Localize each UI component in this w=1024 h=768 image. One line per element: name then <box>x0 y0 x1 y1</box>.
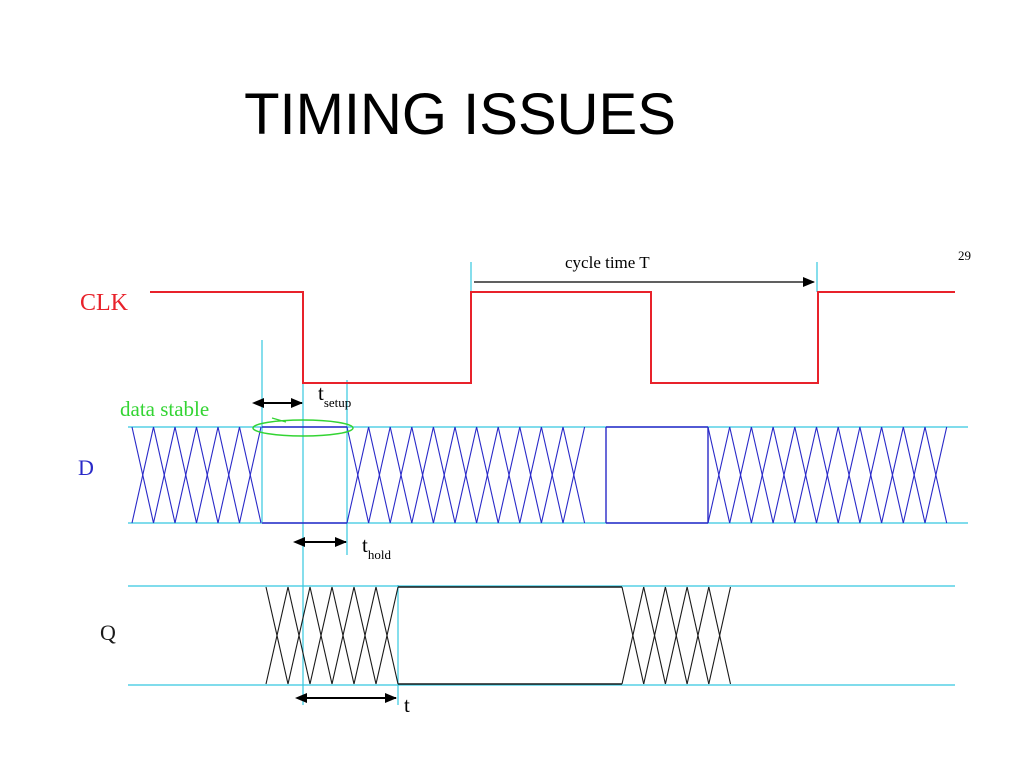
transition-line <box>794 426 818 524</box>
transition-line <box>708 586 732 685</box>
transition-line <box>152 426 176 524</box>
transition-line <box>217 426 241 524</box>
data-stable-ellipse <box>252 419 354 437</box>
transition-line <box>815 426 839 524</box>
q-stable-regions <box>398 586 622 685</box>
transition-line <box>375 586 399 685</box>
transition-line <box>881 426 904 524</box>
transition-line <box>287 586 311 685</box>
clk-waveform <box>150 291 955 384</box>
transition-line <box>664 586 688 685</box>
signal-rails <box>128 426 968 686</box>
transition-line <box>131 426 155 524</box>
transition-line <box>837 426 861 524</box>
transition-line <box>540 426 564 524</box>
transition-line <box>454 426 478 524</box>
transition-line <box>924 426 948 524</box>
transition-line <box>353 586 377 685</box>
d-stable-regions <box>262 426 709 524</box>
transition-line <box>389 426 413 524</box>
transition-line <box>174 426 198 524</box>
q-label: Q <box>100 620 116 645</box>
slide-title: TIMING ISSUES <box>244 82 676 147</box>
transition-line <box>331 586 355 685</box>
transition-line <box>643 586 666 685</box>
transition-line <box>238 426 262 524</box>
setup-time-label: tsetup <box>318 381 351 410</box>
transition-line <box>519 426 542 524</box>
d-invalid-regions <box>131 426 948 524</box>
hold-time-subscript: hold <box>368 547 392 562</box>
data-stable-label: data stable <box>120 397 209 421</box>
hold-time-symbol: t <box>362 533 368 557</box>
setup-time-symbol: t <box>318 381 324 405</box>
transition-line <box>859 426 883 524</box>
d-label: D <box>78 455 94 480</box>
transition-line <box>902 426 926 524</box>
data-stable-pointer <box>271 417 287 423</box>
transition-line <box>772 426 796 524</box>
page-number: 29 <box>958 248 971 263</box>
cycle-time-label: cycle time T <box>565 253 650 272</box>
transition-line <box>411 426 434 524</box>
transition-line <box>309 586 333 685</box>
transition-line <box>750 426 774 524</box>
transition-line <box>686 586 710 685</box>
transition-line <box>346 426 370 524</box>
transition-line <box>562 426 586 524</box>
hold-time-label: thold <box>362 533 391 562</box>
transition-line <box>265 586 289 685</box>
transition-line <box>476 426 499 524</box>
q-invalid-regions <box>265 586 732 685</box>
transition-line <box>432 426 456 524</box>
guide-lines <box>261 262 818 705</box>
transition-line <box>729 426 752 524</box>
transition-line <box>195 426 219 524</box>
clk-label: CLK <box>80 290 129 316</box>
setup-time-subscript: setup <box>324 395 351 410</box>
transition-line <box>707 426 731 524</box>
transition-line <box>621 586 645 685</box>
transition-line <box>497 426 521 524</box>
transition-line <box>368 426 391 524</box>
clk-to-q-label: t <box>404 693 410 717</box>
